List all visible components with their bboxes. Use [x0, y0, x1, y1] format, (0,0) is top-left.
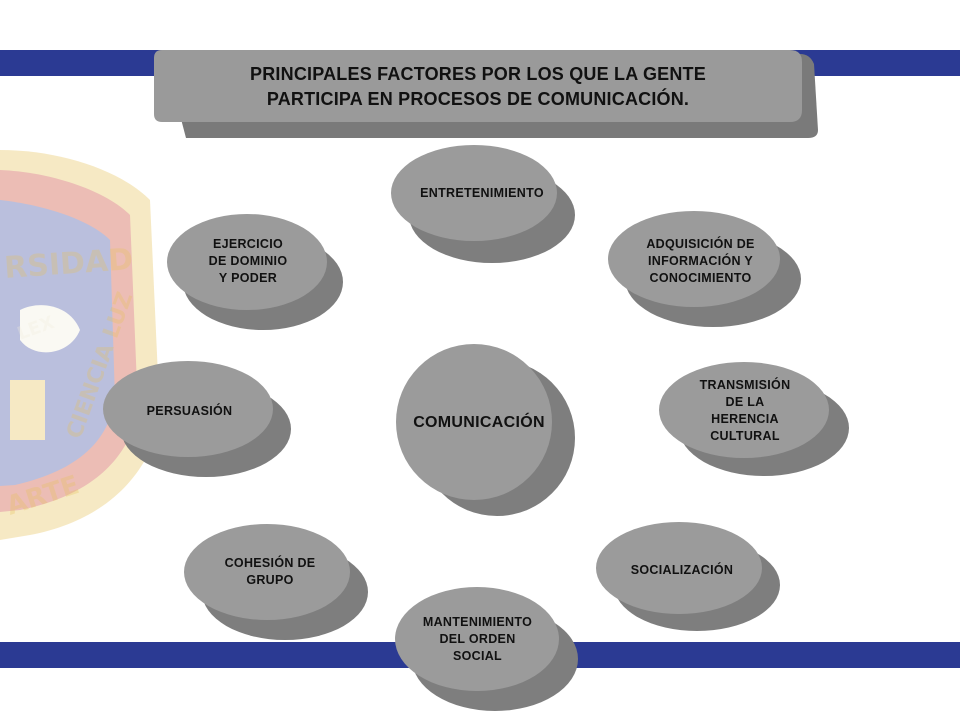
node-cohesion: COHESIÓN DE GRUPO — [184, 520, 375, 645]
node-transmision: TRANSMISIÓN DE LA HERENCIA CULTURAL — [659, 358, 855, 483]
node-mantenimiento: MANTENIMIENTO DEL ORDEN SOCIAL — [395, 585, 585, 720]
node-disk — [596, 522, 780, 631]
node-disk — [608, 211, 801, 327]
factor-label-adquisicion: ADQUISICIÓN DE INFORMACIÓN Y CONOCIMIENT… — [646, 236, 755, 285]
node-disk — [184, 524, 368, 640]
node-disk — [396, 344, 575, 516]
node-adquisicion: ADQUISICIÓN DE INFORMACIÓN Y CONOCIMIENT… — [608, 207, 808, 332]
node-disk — [167, 214, 343, 330]
node-disk — [659, 362, 849, 476]
node-entretenimiento: ENTRETENIMIENTO — [391, 143, 582, 268]
factor-label-cohesion: COHESIÓN DE GRUPO — [224, 556, 316, 587]
center-label: COMUNICACIÓN — [413, 413, 545, 431]
node-ejercicio: EJERCICIO DE DOMINIO Y PODER — [163, 210, 353, 335]
node-socializacion: SOCIALIZACIÓN — [596, 520, 787, 638]
node-disk — [391, 145, 575, 263]
factor-label-persuasion: PERSUASIÓN — [146, 403, 233, 418]
node-persuasion: PERSUASIÓN — [102, 357, 297, 482]
factor-label-ejercicio: EJERCICIO DE DOMINIO Y PODER — [208, 236, 288, 285]
title-banner — [154, 50, 818, 138]
node-comunicacion: COMUNICACIÓN — [394, 342, 584, 522]
factor-label-mantenimiento: MANTENIMIENTO DEL ORDEN SOCIAL — [422, 614, 533, 663]
factor-label-entretenimiento: ENTRETENIMIENTO — [420, 185, 544, 200]
factor-label-socializacion: SOCIALIZACIÓN — [630, 562, 734, 577]
page-title: PRINCIPALES FACTORES POR LOS QUE LA GENT… — [250, 64, 706, 109]
node-disk — [395, 587, 578, 711]
factor-label-transmision: TRANSMISIÓN DE LA HERENCIA CULTURAL — [699, 378, 791, 443]
node-disk — [103, 361, 291, 477]
